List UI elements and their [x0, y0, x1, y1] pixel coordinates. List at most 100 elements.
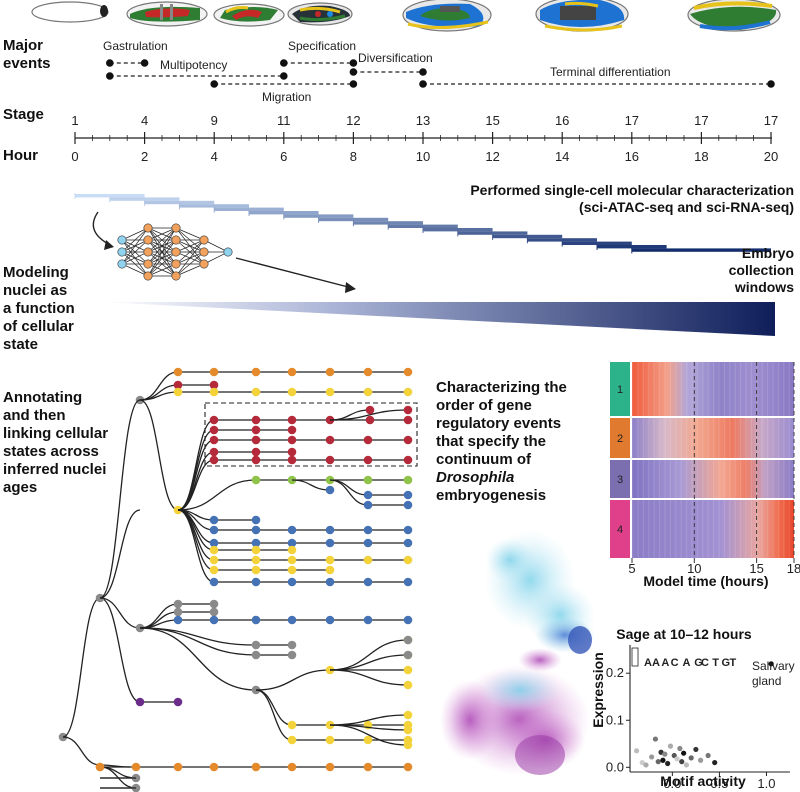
heatmap-texture — [648, 500, 650, 558]
tree-branch — [99, 399, 141, 599]
modeling-line3: a function — [3, 300, 75, 317]
tree-node — [209, 455, 219, 465]
tree-node — [403, 665, 413, 675]
tree-node — [325, 485, 335, 495]
tree-node — [363, 538, 373, 548]
heatmap-texture — [723, 500, 725, 558]
heatmap-texture — [761, 500, 763, 558]
annotating-line1: Annotating — [3, 389, 82, 406]
tree-node — [363, 555, 373, 565]
scatter-point — [677, 745, 683, 752]
tree-node — [209, 762, 219, 772]
nn-node — [143, 247, 153, 257]
heatmap-texture — [696, 418, 698, 458]
motif-letter: A — [661, 657, 669, 669]
heatmap-texture — [669, 362, 671, 416]
heatmap-texture — [767, 362, 769, 416]
scatter-xlabel: Motif activity — [660, 773, 746, 789]
heatmap-xlabel: Model time (hours) — [643, 573, 768, 589]
collection-window — [283, 214, 354, 218]
heatmap-texture — [659, 362, 661, 416]
scatter-ylabel: Expression — [590, 652, 606, 727]
heatmap-texture — [761, 460, 763, 498]
heatmap-texture — [718, 418, 720, 458]
tree-branch — [62, 597, 101, 738]
hour-tick-label: 4 — [211, 149, 218, 164]
nn-node — [171, 235, 181, 245]
event-start-dot — [106, 59, 114, 67]
tree-node — [325, 367, 335, 377]
tree-node — [403, 455, 413, 465]
heatmap-texture — [702, 460, 704, 498]
hour-tick-label: 18 — [694, 149, 708, 164]
heatmap-texture — [734, 460, 736, 498]
heatmap-texture — [713, 418, 715, 458]
scatter-point — [643, 762, 649, 768]
nn-node — [117, 247, 127, 257]
tree-node — [251, 447, 261, 457]
tree-branch — [329, 479, 369, 506]
heatmap-tick-label: 10 — [687, 561, 701, 576]
tree-node — [209, 565, 219, 575]
nn-node — [117, 235, 127, 245]
nn-node — [143, 271, 153, 281]
tree-node — [287, 387, 297, 397]
heatmap-texture — [740, 460, 742, 498]
nn-edge — [147, 263, 177, 277]
tree-node — [209, 538, 219, 548]
tree-node — [251, 565, 261, 575]
tree-node — [251, 555, 261, 565]
characterizing-line6: embryogenesis — [436, 487, 546, 504]
stage-tick-label: 17 — [764, 113, 778, 128]
heatmap-texture — [675, 362, 677, 416]
heatmap-texture — [669, 500, 671, 558]
tree-node — [251, 425, 261, 435]
highlight-box — [204, 402, 418, 467]
heatmap-tick-label: 15 — [749, 561, 763, 576]
tree-node — [325, 735, 335, 745]
tree-node — [363, 367, 373, 377]
nn-node — [171, 259, 181, 269]
heatmap-texture — [729, 460, 731, 498]
cluster-bar — [610, 362, 630, 416]
heatmap-texture — [648, 362, 650, 416]
events-heading-line2: events — [3, 55, 51, 72]
motif-letter: C — [671, 657, 679, 669]
embryo-4 — [287, 2, 353, 26]
tree-node — [287, 538, 297, 548]
scatter-point — [639, 759, 645, 766]
tree-node — [173, 615, 183, 625]
event-start-dot — [349, 68, 358, 76]
annotation-line2: gland — [752, 674, 781, 688]
cluster-label: 2 — [617, 433, 623, 445]
collection-windows — [74, 193, 771, 254]
tree-node — [403, 367, 413, 377]
heatmap-texture — [767, 500, 769, 558]
hour-tick-label: 8 — [350, 149, 357, 164]
tree-node — [403, 725, 413, 735]
collection-window — [214, 207, 284, 211]
tree-branch — [177, 459, 215, 511]
tree-node — [287, 525, 297, 535]
hour-tick-label: 2 — [141, 149, 148, 164]
nn-node — [199, 259, 209, 269]
tree-node — [325, 555, 335, 565]
tree-node — [363, 577, 373, 587]
heatmap-texture — [637, 500, 639, 558]
heatmap-texture — [648, 460, 650, 498]
heatmap-texture — [632, 460, 634, 498]
heatmap-texture — [637, 418, 639, 458]
motif-letter: T — [730, 657, 737, 669]
heatmap-texture — [702, 362, 704, 416]
nn-node — [143, 235, 153, 245]
stage-tick-label: 16 — [555, 113, 569, 128]
tree-branch — [99, 597, 141, 629]
collection-window — [562, 241, 632, 245]
scatter-point — [768, 661, 774, 667]
tree-node — [287, 577, 297, 587]
heatmap-texture — [680, 418, 682, 458]
heatmap-texture — [696, 362, 698, 416]
